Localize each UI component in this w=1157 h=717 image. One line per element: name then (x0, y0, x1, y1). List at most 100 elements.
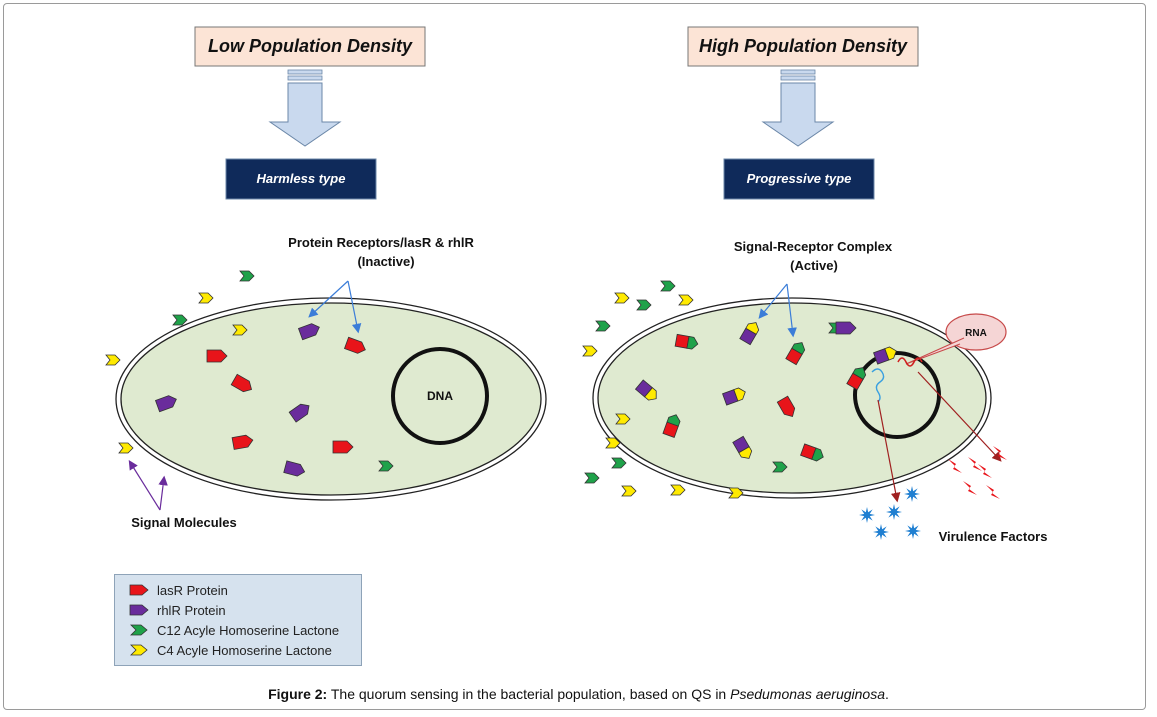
c4-lactone (678, 294, 694, 306)
dna-label: DNA (427, 389, 453, 403)
lasr-protein (206, 349, 228, 363)
rhlr-protein (283, 460, 306, 477)
lightning-bolt-icon (978, 464, 992, 478)
virulence-star-icon (886, 504, 902, 520)
right-dna-circle (853, 351, 941, 439)
figure-caption: Figure 2: The quorum sensing in the bact… (0, 686, 1157, 702)
lasr-protein (776, 395, 796, 418)
signal-receptor-complex (739, 322, 760, 346)
virulence-star-icon (873, 524, 889, 540)
legend-item-rhlr: rhlR Protein (129, 601, 226, 619)
signal-receptor-complex (873, 346, 897, 365)
high-density-down-arrow (761, 69, 835, 147)
c12-lactone (584, 472, 600, 484)
c4-lactone (582, 345, 598, 357)
c12-lactone (172, 314, 188, 326)
c4-lactone (615, 413, 631, 425)
rhlr-protein-icon (129, 604, 149, 616)
caption-text: The quorum sensing in the bacterial popu… (327, 686, 731, 702)
c12-lactone (595, 320, 611, 332)
rna-strand (897, 357, 923, 367)
virulence-star-icon (859, 507, 875, 523)
c12-lactone (378, 460, 394, 472)
caption-figure-number: Figure 2: (268, 686, 328, 702)
lasr-protein (230, 373, 253, 393)
signal-receptor-complex (634, 379, 657, 401)
lightning-bolt-icon (993, 446, 1007, 460)
rna-bubble-tail (905, 337, 965, 365)
lasr-protein-icon (129, 584, 149, 596)
molecules-layer (105, 270, 897, 499)
signal-pointer-arrow (128, 459, 161, 511)
c12-lactone (636, 299, 652, 311)
rhlr-protein (288, 403, 310, 423)
signal-molecules-label: Signal Molecules (131, 515, 236, 530)
low-density-title: Low Population Density (208, 36, 413, 56)
c4-lactone (118, 442, 134, 454)
complex-pointer-arrow (786, 283, 797, 338)
receptor-label-line1: Protein Receptors/lasR & rhlR (288, 235, 474, 250)
receptor-pointer-arrow (308, 280, 349, 318)
lasr-protein (343, 336, 366, 354)
lasr-protein (332, 440, 354, 454)
signal-receptor-complex (722, 387, 746, 406)
legend-item-lasr: lasR Protein (129, 581, 228, 599)
receptor-label-line2: (Inactive) (357, 254, 414, 269)
complex-pointer-arrow (758, 283, 788, 319)
progressive-type-label: Progressive type (747, 171, 852, 186)
dna-transcription-strand (871, 368, 885, 403)
c4-lactone (105, 354, 121, 366)
c12-lactone (660, 280, 676, 292)
virulence-factors-label: Virulence Factors (939, 529, 1048, 544)
legend-item-c4: C4 Acyle Homoserine Lactone (129, 641, 332, 659)
signal-receptor-complex (785, 342, 806, 366)
signal-receptor-complex (662, 414, 681, 438)
lightning-bolt-icon (968, 457, 982, 471)
signal-receptor-complex (674, 333, 699, 350)
lightning-bolt-icon (963, 481, 977, 495)
complex-label-line1: Signal-Receptor Complex (734, 239, 893, 254)
c12-lactone (239, 270, 255, 282)
c12-lactone (611, 457, 627, 469)
c12-lactone-icon (130, 624, 148, 636)
c4-lactone (728, 487, 744, 499)
complex-label-line2: (Active) (790, 258, 838, 273)
lasr-protein (231, 434, 254, 450)
c4-lactone (614, 292, 630, 304)
legend-label: C4 Acyle Homoserine Lactone (157, 642, 332, 658)
c4-lactone-icon (130, 644, 148, 656)
virulence-factors-layer (859, 446, 1007, 540)
virulence-star-icon (905, 523, 921, 539)
harmless-type-box (225, 158, 377, 200)
high-density-title: High Population Density (699, 36, 908, 56)
lightning-bolt-icon (986, 485, 1000, 499)
left-dna-circle (391, 347, 489, 445)
virulence-arrow (877, 399, 901, 503)
low-density-title-box (194, 26, 426, 67)
legend-label: C12 Acyle Homoserine Lactone (157, 622, 340, 638)
c12-lactone (772, 461, 788, 473)
high-density-title-box (687, 26, 919, 67)
c4-lactone (670, 484, 686, 496)
lightning-bolt-icon (948, 459, 962, 473)
legend-label: lasR Protein (157, 582, 228, 598)
caption-end: . (885, 686, 889, 702)
virulence-arrow (917, 371, 1002, 462)
signal-receptor-complex (732, 435, 753, 459)
legend-item-c12: C12 Acyle Homoserine Lactone (129, 621, 339, 639)
rna-label: RNA (965, 328, 987, 339)
legend-label: rhlR Protein (157, 602, 226, 618)
legend-box: lasR Protein rhlR Protein C12 Acyle Homo… (114, 574, 362, 666)
figure-frame (3, 3, 1146, 710)
rhlr-protein (297, 323, 320, 341)
rhlr-protein (835, 321, 857, 335)
c4-lactone (232, 324, 248, 336)
c4-lactone (605, 437, 621, 449)
virulence-star-icon (904, 486, 920, 502)
signal-receptor-complex (800, 443, 824, 462)
c4-lactone (621, 485, 637, 497)
rhlr-protein (154, 395, 177, 413)
signal-receptor-complex (846, 367, 867, 391)
